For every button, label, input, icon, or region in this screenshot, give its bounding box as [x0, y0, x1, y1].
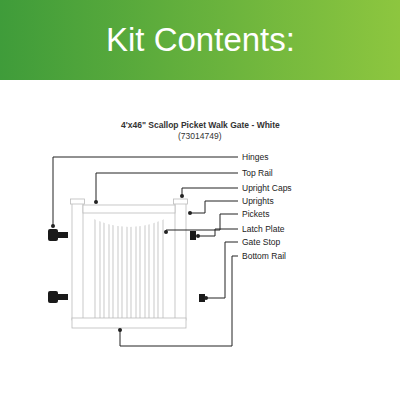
upright: [72, 203, 83, 320]
title-banner: [0, 0, 400, 80]
pickets: [95, 210, 163, 320]
part-label: Bottom Rail: [242, 251, 286, 261]
upright-cap: [71, 199, 85, 204]
bottom-rail: [72, 318, 186, 328]
part-label: Uprights: [242, 196, 274, 206]
part-label: Upright Caps: [242, 183, 292, 193]
part-label: Gate Stop: [242, 237, 280, 247]
upright-cap: [174, 199, 188, 204]
part-number: (73014749): [178, 131, 221, 141]
banner-title: Kit Contents:: [106, 21, 295, 59]
part-label: Top Rail: [242, 168, 273, 178]
leader-lines: [53, 157, 238, 346]
product-name: 4'x46" Scallop Picket Walk Gate - White: [121, 120, 280, 130]
latch-plate: [190, 231, 196, 240]
top-rail: [83, 205, 175, 213]
hinges: [48, 229, 68, 303]
leader-dots: [51, 194, 208, 332]
part-label: Hinges: [242, 152, 268, 162]
part-label: Pickets: [242, 209, 269, 219]
part-label: Latch Plate: [242, 224, 285, 234]
upright: [175, 203, 186, 320]
